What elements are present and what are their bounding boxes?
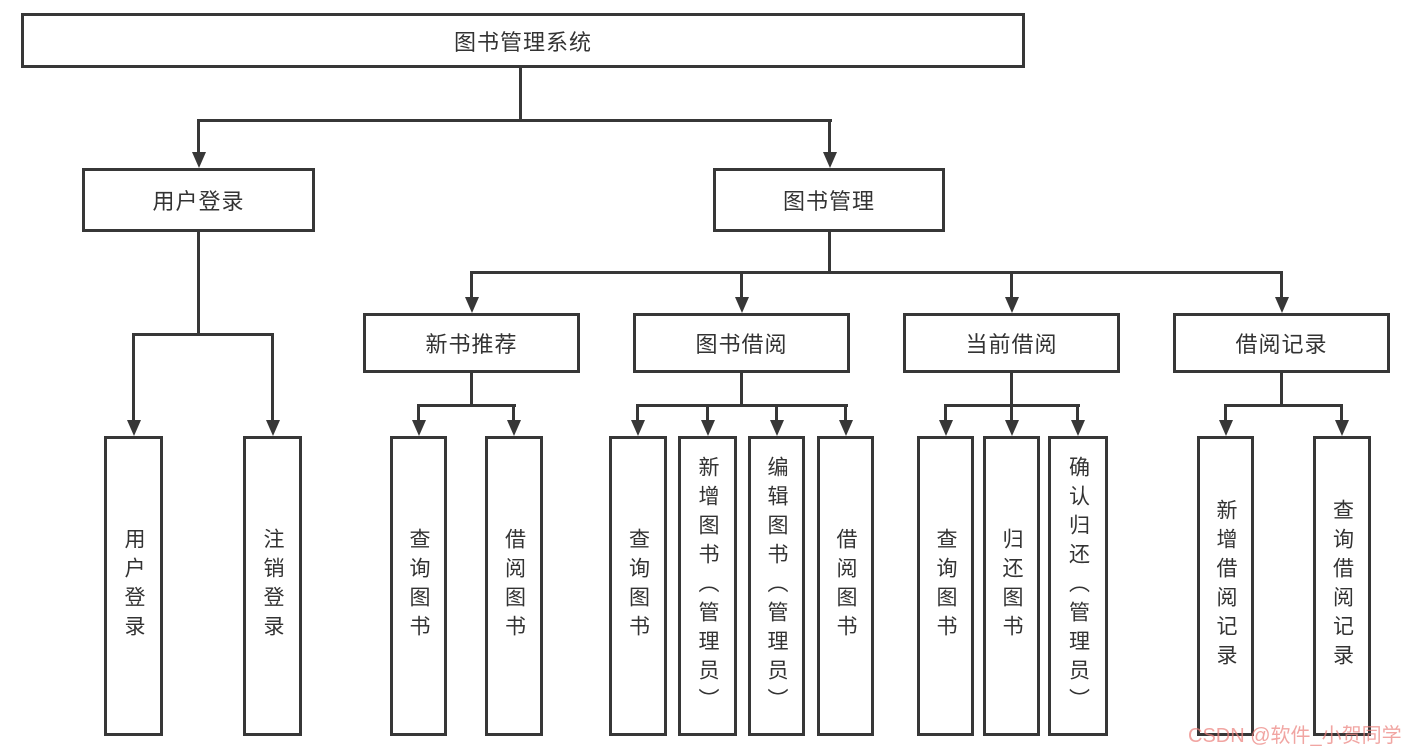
arrow-down-icon	[127, 420, 141, 436]
leaf-logout-label: 注销登录	[261, 528, 284, 644]
connector-arm	[636, 404, 639, 421]
leaf-borrow-add: 新增图书（管理员）	[678, 436, 737, 736]
leaf-current-confirm-label: 确认归还（管理员）	[1066, 455, 1090, 717]
node-root: 图书管理系统	[21, 13, 1025, 68]
arrow-down-icon	[1005, 420, 1019, 436]
arrow-down-icon	[266, 420, 280, 436]
connector-current-stem	[1010, 373, 1013, 406]
connector-arm	[1224, 404, 1227, 421]
arrow-down-icon	[1219, 420, 1233, 436]
leaf-user-login-label: 用户登录	[122, 528, 145, 644]
arrow-down-icon	[735, 297, 749, 313]
connector-arm	[417, 404, 420, 421]
connector-arm-current	[1010, 271, 1013, 299]
arrow-down-icon	[1335, 420, 1349, 436]
node-new-book-rec-label: 新书推荐	[425, 332, 518, 357]
connector-arm	[706, 404, 709, 421]
leaf-borrow-query: 查询图书	[609, 436, 667, 736]
connector-arm-new-book	[470, 271, 473, 299]
leaf-logout: 注销登录	[243, 436, 302, 736]
connector-root-bus	[197, 119, 832, 122]
node-current-borrow: 当前借阅	[903, 313, 1120, 373]
leaf-current-query-label: 查询图书	[934, 528, 957, 644]
leaf-record-add-label: 新增借阅记录	[1214, 499, 1237, 673]
arrow-down-icon	[631, 420, 645, 436]
leaf-newbook-borrow-label: 借阅图书	[502, 528, 526, 644]
connector-arm-user-login	[197, 119, 200, 154]
arrow-down-icon	[701, 420, 715, 436]
connector-book-mgmt-stem	[828, 232, 831, 274]
connector-arm	[775, 404, 778, 421]
node-user-login-label: 用户登录	[152, 189, 245, 214]
leaf-current-confirm: 确认归还（管理员）	[1048, 436, 1108, 736]
connector-borrow-bus	[636, 404, 848, 407]
leaf-borrow-borrow-label: 借阅图书	[834, 528, 857, 644]
connector-arm	[512, 404, 515, 421]
leaf-borrow-edit-label: 编辑图书（管理员）	[765, 455, 788, 717]
arrow-down-icon	[507, 420, 521, 436]
node-new-book-rec: 新书推荐	[363, 313, 580, 373]
leaf-borrow-borrow: 借阅图书	[817, 436, 874, 736]
node-user-login: 用户登录	[82, 168, 315, 232]
connector-user-login-bus	[132, 333, 274, 336]
leaf-record-query-label: 查询借阅记录	[1330, 499, 1354, 673]
node-borrow-record: 借阅记录	[1173, 313, 1390, 373]
leaf-record-query: 查询借阅记录	[1313, 436, 1371, 736]
connector-new-book-bus	[417, 404, 516, 407]
connector-root-stem	[519, 68, 522, 122]
connector-arm-book-mgmt	[828, 119, 831, 154]
node-book-mgmt-label: 图书管理	[782, 189, 875, 214]
connector-arm-leaf-logout	[271, 333, 274, 421]
connector-user-login-stem	[197, 232, 200, 335]
node-borrow-record-label: 借阅记录	[1235, 332, 1328, 357]
connector-arm-record	[1280, 271, 1283, 299]
node-current-borrow-label: 当前借阅	[965, 332, 1058, 357]
leaf-user-login: 用户登录	[104, 436, 163, 736]
connector-arm	[944, 404, 947, 421]
connector-arm	[1340, 404, 1343, 421]
leaf-current-query: 查询图书	[917, 436, 974, 736]
arrow-down-icon	[1275, 297, 1289, 313]
connector-arm-borrow	[740, 271, 743, 299]
arrow-down-icon	[192, 152, 206, 168]
arrow-down-icon	[770, 420, 784, 436]
node-book-borrow-label: 图书借阅	[695, 332, 788, 357]
leaf-current-return-label: 归还图书	[1000, 528, 1023, 644]
node-root-label: 图书管理系统	[453, 29, 592, 55]
connector-borrow-stem	[740, 373, 743, 406]
arrow-down-icon	[412, 420, 426, 436]
connector-record-stem	[1280, 373, 1283, 406]
node-book-mgmt: 图书管理	[713, 168, 945, 232]
arrow-down-icon	[1005, 297, 1019, 313]
leaf-borrow-add-label: 新增图书（管理员）	[696, 455, 719, 717]
arrow-down-icon	[823, 152, 837, 168]
leaf-newbook-borrow: 借阅图书	[485, 436, 543, 736]
connector-record-bus	[1224, 404, 1343, 407]
leaf-borrow-query-label: 查询图书	[626, 528, 650, 644]
leaf-record-add: 新增借阅记录	[1197, 436, 1254, 736]
arrow-down-icon	[465, 297, 479, 313]
leaf-borrow-edit: 编辑图书（管理员）	[748, 436, 805, 736]
connector-arm	[1010, 404, 1013, 421]
arrow-down-icon	[1071, 420, 1085, 436]
connector-arm	[1076, 404, 1079, 421]
leaf-current-return: 归还图书	[983, 436, 1040, 736]
csdn-watermark: CSDN @软件_小贺同学	[1188, 725, 1402, 747]
arrow-down-icon	[939, 420, 953, 436]
node-book-borrow: 图书借阅	[633, 313, 850, 373]
leaf-newbook-query: 查询图书	[390, 436, 447, 736]
arrow-down-icon	[839, 420, 853, 436]
connector-arm-leaf-login	[132, 333, 135, 421]
leaf-newbook-query-label: 查询图书	[407, 528, 430, 644]
connector-new-book-stem	[470, 373, 473, 406]
connector-book-mgmt-bus	[470, 271, 1283, 274]
connector-arm	[844, 404, 847, 421]
